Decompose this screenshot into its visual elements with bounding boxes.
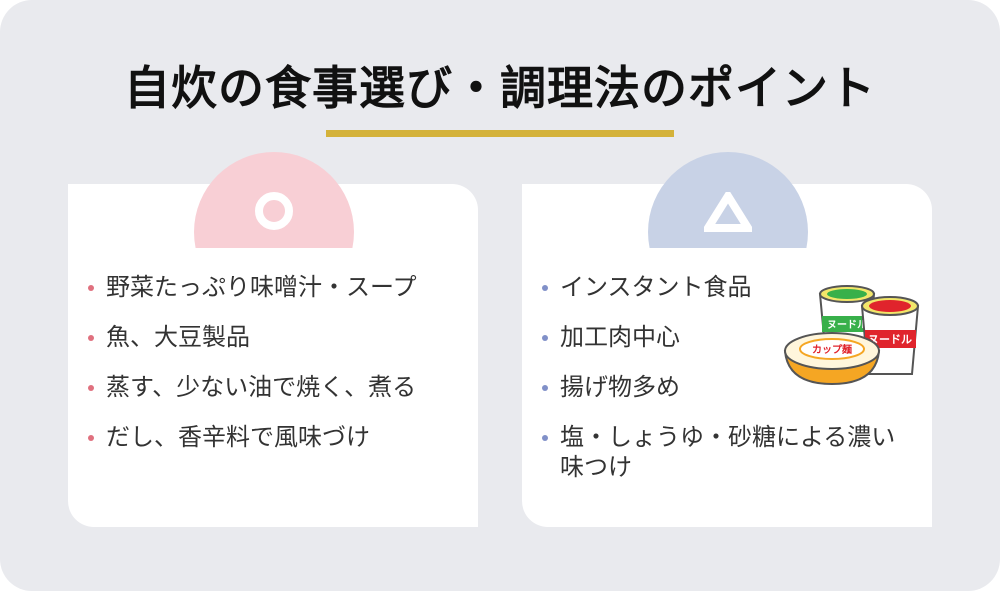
list-item: 塩・しょうゆ・砂糖による濃い味つけ [540, 422, 900, 482]
bullet-icon [542, 335, 548, 341]
svg-text:カップ麺: カップ麺 [812, 343, 852, 356]
item-text: 野菜たっぷり味噌汁・スープ [106, 273, 417, 301]
item-text: 塩・しょうゆ・砂糖による濃い味つけ [560, 423, 896, 481]
bullet-icon [542, 435, 548, 441]
bullet-icon [542, 385, 548, 391]
item-text: 揚げ物多め [560, 373, 680, 401]
page-title: 自炊の食事選び・調理法のポイント [124, 61, 876, 115]
list-item: 野菜たっぷり味噌汁・スープ [86, 272, 417, 302]
list-item: インスタント食品 [540, 272, 920, 302]
item-text: だし、香辛料で風味づけ [106, 423, 370, 451]
item-text: 蒸す、少ない油で焼く、煮る [106, 373, 417, 401]
bullet-icon [88, 335, 94, 341]
good-points-list: 野菜たっぷり味噌汁・スープ 魚、大豆製品 蒸す、少ない油で焼く、煮る だし、香辛… [86, 272, 417, 472]
caution-badge [648, 152, 808, 248]
bullet-icon [88, 385, 94, 391]
triangle-icon [704, 192, 752, 232]
cup-noodle-illustration: ヌードル ヌードル カップ麺 [783, 285, 920, 386]
good-badge [194, 152, 354, 248]
item-text: 加工肉中心 [560, 323, 680, 351]
title-underline [326, 130, 674, 137]
caution-points-list: インスタント食品 加工肉中心 揚げ物多め 塩・しょうゆ・砂糖による濃い味つけ [540, 272, 920, 502]
item-text: インスタント食品 [560, 273, 752, 301]
list-item: 魚、大豆製品 [86, 322, 417, 352]
list-item: 蒸す、少ない油で焼く、煮る [86, 372, 417, 402]
list-item: 揚げ物多め [540, 372, 920, 402]
circle-icon [255, 192, 293, 230]
bullet-icon [88, 285, 94, 291]
item-text: 魚、大豆製品 [106, 323, 250, 351]
bullet-icon [88, 435, 94, 441]
list-item: だし、香辛料で風味づけ [86, 422, 417, 452]
list-item: 加工肉中心 [540, 322, 920, 352]
svg-text:ヌードル: ヌードル [827, 319, 867, 331]
bullet-icon [542, 285, 548, 291]
svg-text:ヌードル: ヌードル [868, 333, 912, 346]
